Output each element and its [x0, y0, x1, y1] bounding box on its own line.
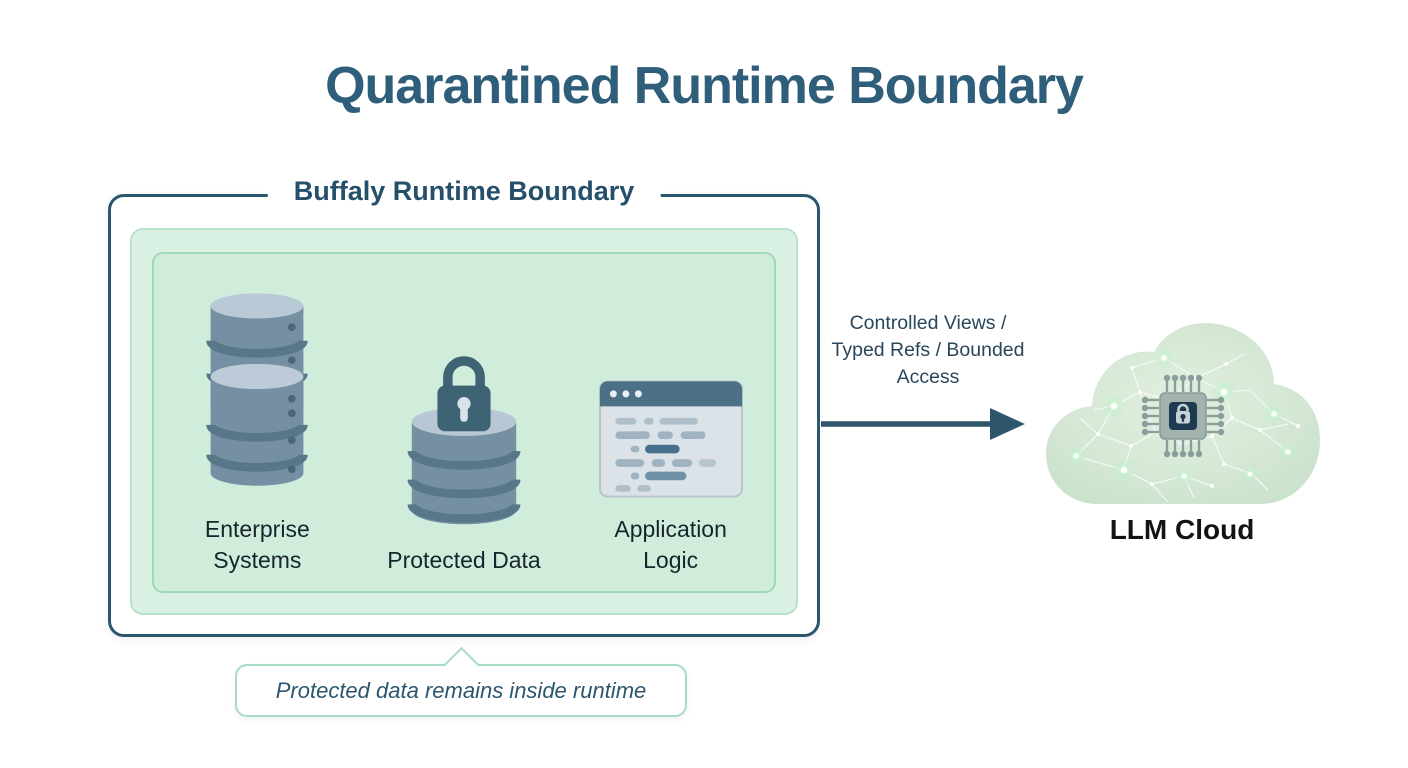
code-window-icon [598, 379, 743, 498]
arrow-label: Controlled Views / Typed Refs / Bounded … [831, 312, 1025, 388]
runtime-boundary-box: Buffaly Runtime Boundary [108, 176, 820, 637]
runtime-boundary-label: Buffaly Runtime Boundary [267, 176, 661, 207]
callout-box: Protected data remains inside runtime [235, 646, 687, 717]
cloud-network-chip-icon [1036, 306, 1328, 550]
protected-zone-outer: Enterprise Systems [130, 228, 798, 615]
callout-text: Protected data remains inside runtime [275, 677, 647, 703]
asset-enterprise-systems: Enterprise Systems [155, 284, 360, 591]
cloud-label: LLM Cloud [1109, 514, 1255, 545]
database-lock-icon [402, 341, 526, 529]
asset-label: Enterprise Systems [204, 515, 310, 574]
database-stack-icon [199, 284, 315, 498]
asset-application-logic: Application Logic [568, 379, 773, 591]
protected-zone-inner: Enterprise Systems [152, 252, 776, 593]
page-title: Quarantined Runtime Boundary [325, 57, 1084, 115]
asset-protected-data: Protected Data [362, 341, 567, 591]
asset-label: Application Logic [614, 515, 727, 574]
asset-label: Protected Data [387, 547, 541, 574]
arrow-right-icon [821, 398, 1029, 450]
